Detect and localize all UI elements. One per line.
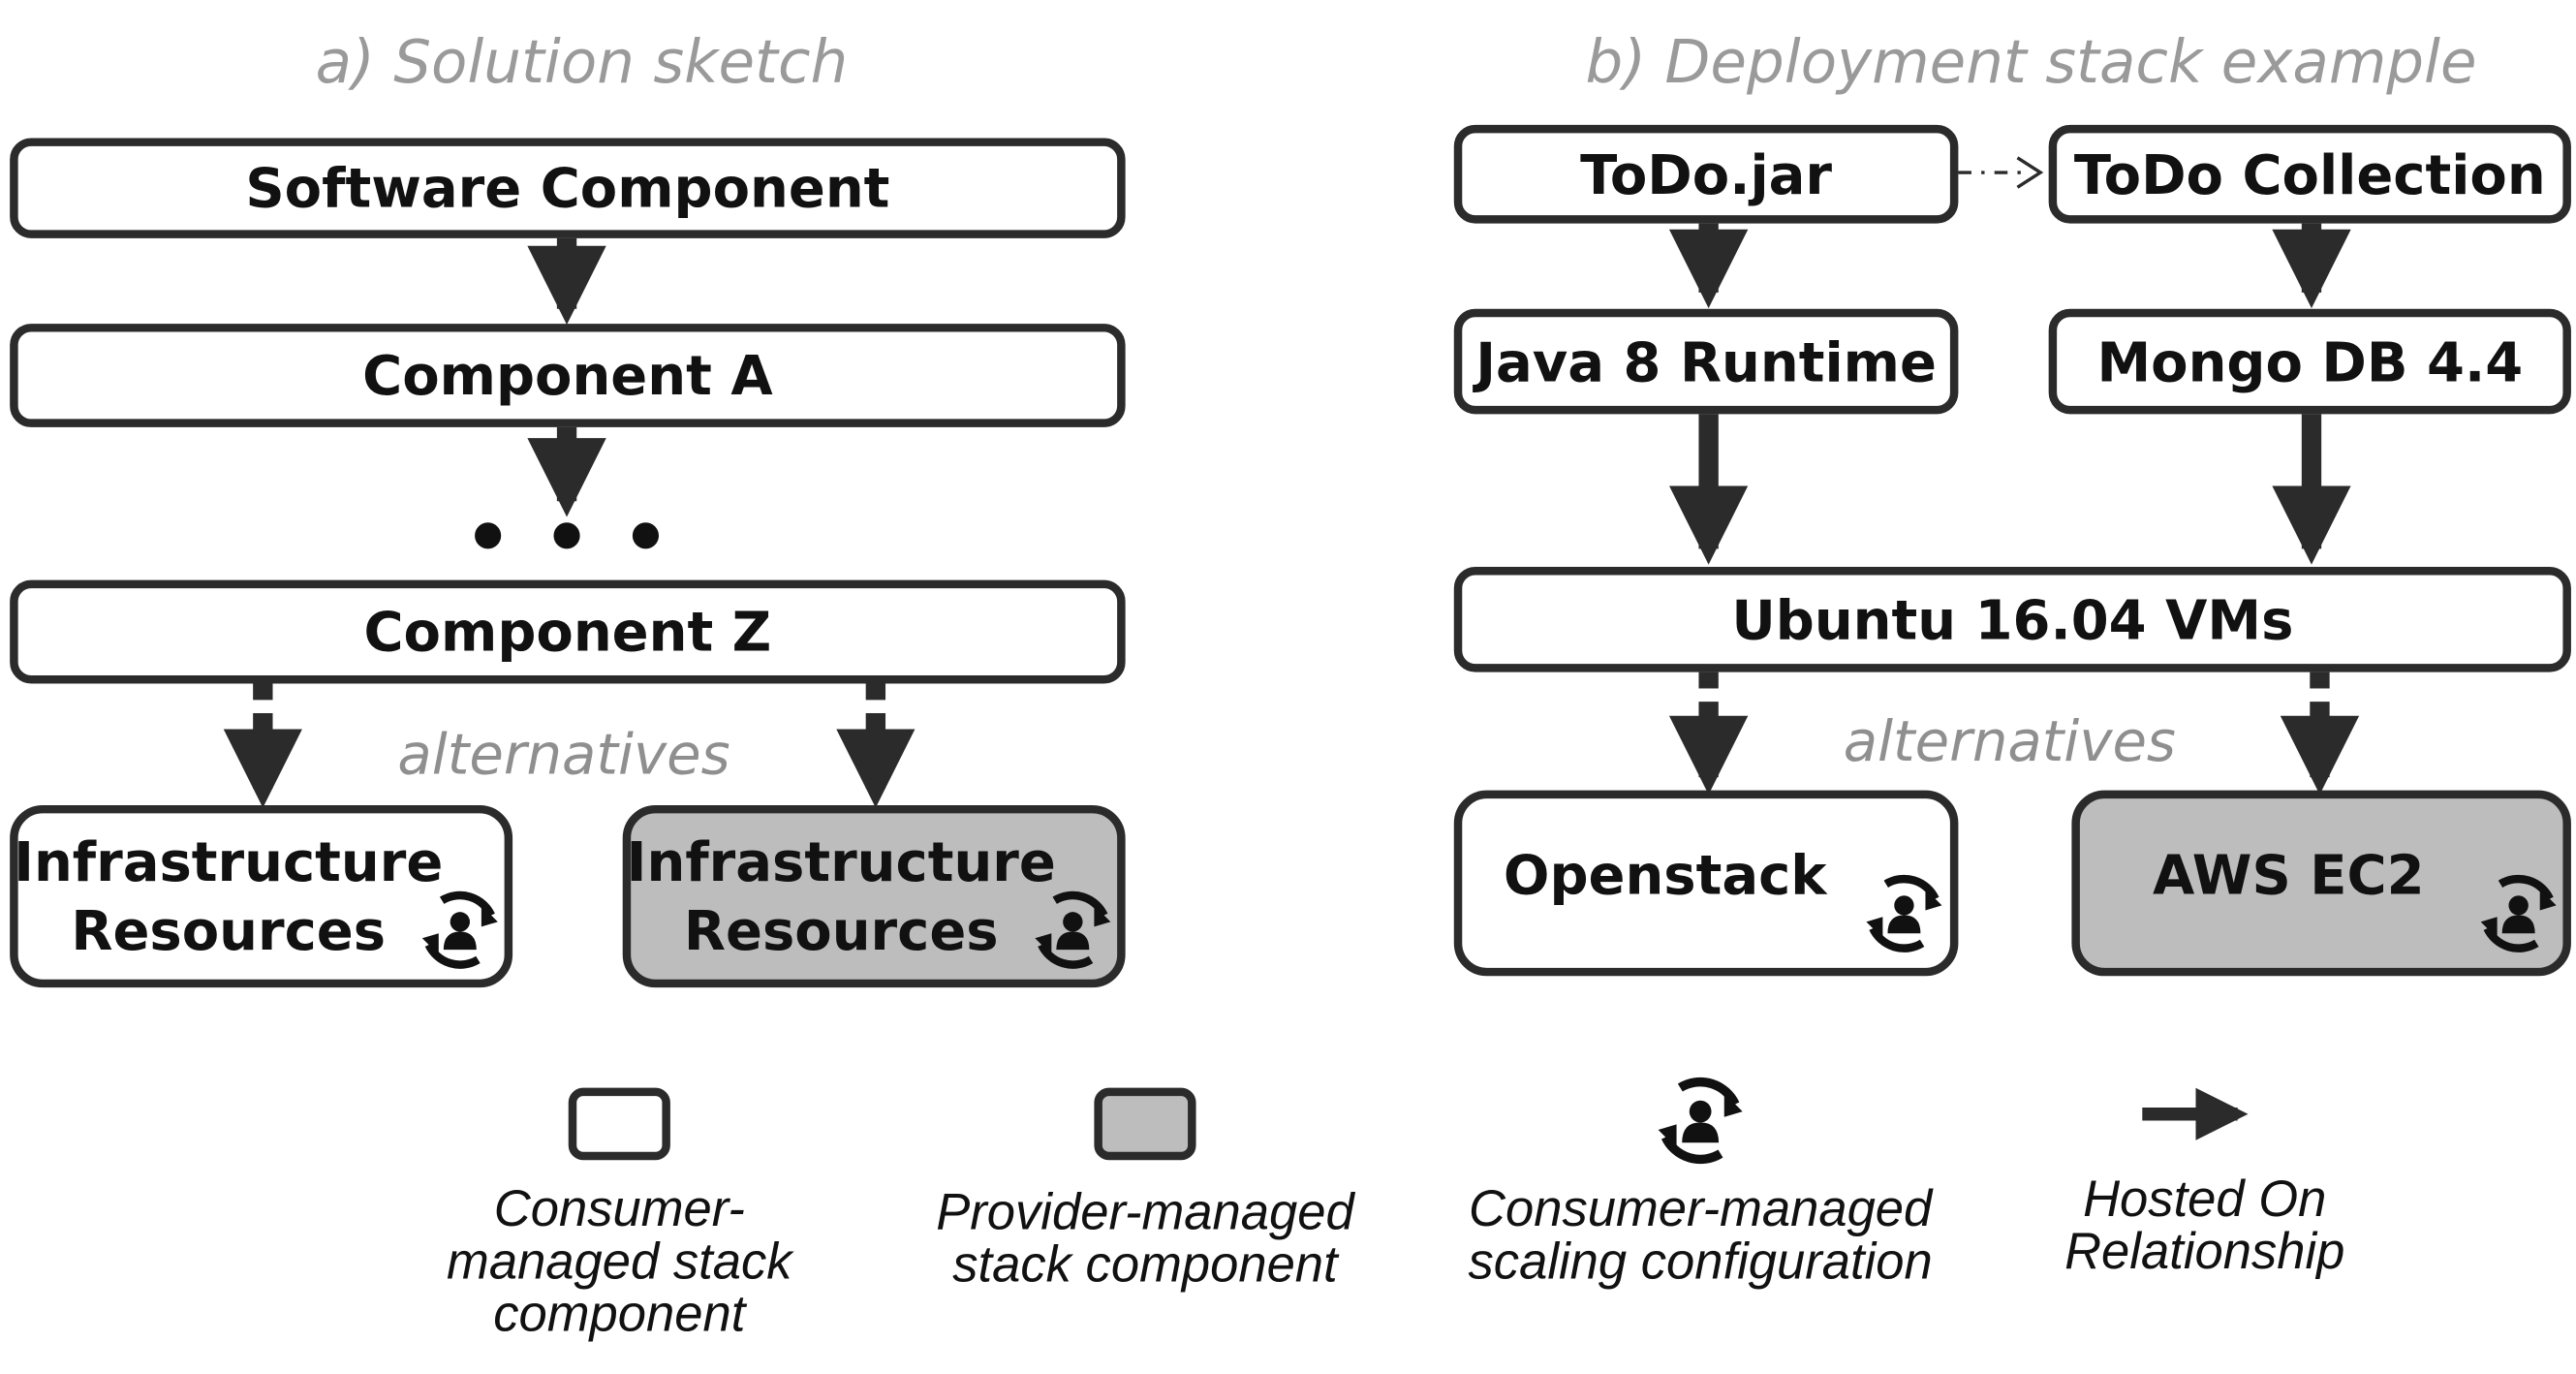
component-a-box: Component A [10,324,1126,427]
legend-consumer-swatch [568,1087,670,1161]
box-label: ToDo Collection [2073,141,2546,206]
box-label-line: Infrastructure [626,828,1056,893]
legend-consumer-label: Consumer- managed stack component [389,1179,850,1343]
legend-line: Consumer-managed [1469,1179,1933,1237]
legend-scaling-label: Consumer-managed scaling configuration [1438,1179,1964,1291]
box-label: Java 8 Runtime [1475,329,1937,394]
infrastructure-consumer-box: Infrastructure Resources [10,804,513,988]
component-z-box: Component Z [10,579,1126,684]
alternatives-label: alternatives [1843,709,2176,776]
java-runtime-box: Java 8 Runtime [1453,308,1959,415]
legend-line: Provider-managed [936,1182,1354,1241]
legend-line: scaling configuration [1468,1232,1933,1291]
alternatives-label: alternatives [397,723,730,789]
scaling-user-icon [2480,874,2557,952]
box-label: Openstack [1503,842,1827,908]
legend-line: stack component [952,1235,1338,1294]
box-label-line: Resources [683,897,999,962]
box-label: Ubuntu 16.04 VMs [1731,587,2294,652]
legend-line: component [493,1285,746,1343]
scaling-user-icon [1866,874,1942,952]
box-label: Component A [362,343,773,408]
legend-line: Consumer- [493,1179,745,1237]
todo-jar-box: ToDo.jar [1453,124,1959,224]
connects-to-arrowhead [2016,156,2044,189]
scaling-user-icon [1035,890,1111,969]
legend-provider-swatch [1094,1087,1196,1161]
todo-collection-box: ToDo Collection [2048,124,2571,224]
scaling-user-icon [1658,1077,1743,1165]
panel-b-title: b) Deployment stack example [1585,29,2477,98]
ubuntu-vms-box: Ubuntu 16.04 VMs [1453,567,2571,672]
mongo-db-box: Mongo DB 4.4 [2048,308,2571,415]
infrastructure-provider-box: Infrastructure Resources [622,804,1126,988]
legend-line: managed stack [447,1232,792,1291]
scaling-user-icon [421,890,498,969]
box-label: ToDo.jar [1580,141,1833,206]
openstack-box: Openstack [1453,790,1959,977]
box-label-line: Resources [71,897,387,962]
panel-a-title: a) Solution sketch [315,29,849,98]
legend-line: Relationship [2064,1222,2345,1281]
box-label: Component Z [363,599,772,665]
aws-ec2-box: AWS EC2 [2071,790,2571,977]
legend-hosted-on-label: Hosted On Relationship [2024,1170,2385,1281]
box-label-line: Infrastructure [14,828,444,893]
legend-line: Hosted On [2083,1170,2327,1228]
box-label: AWS EC2 [2152,842,2425,908]
box-label: Software Component [245,156,890,221]
legend-provider-label: Provider-managed stack component [899,1186,1392,1292]
box-label: Mongo DB 4.4 [2096,329,2524,394]
software-component-box: Software Component [10,138,1126,238]
